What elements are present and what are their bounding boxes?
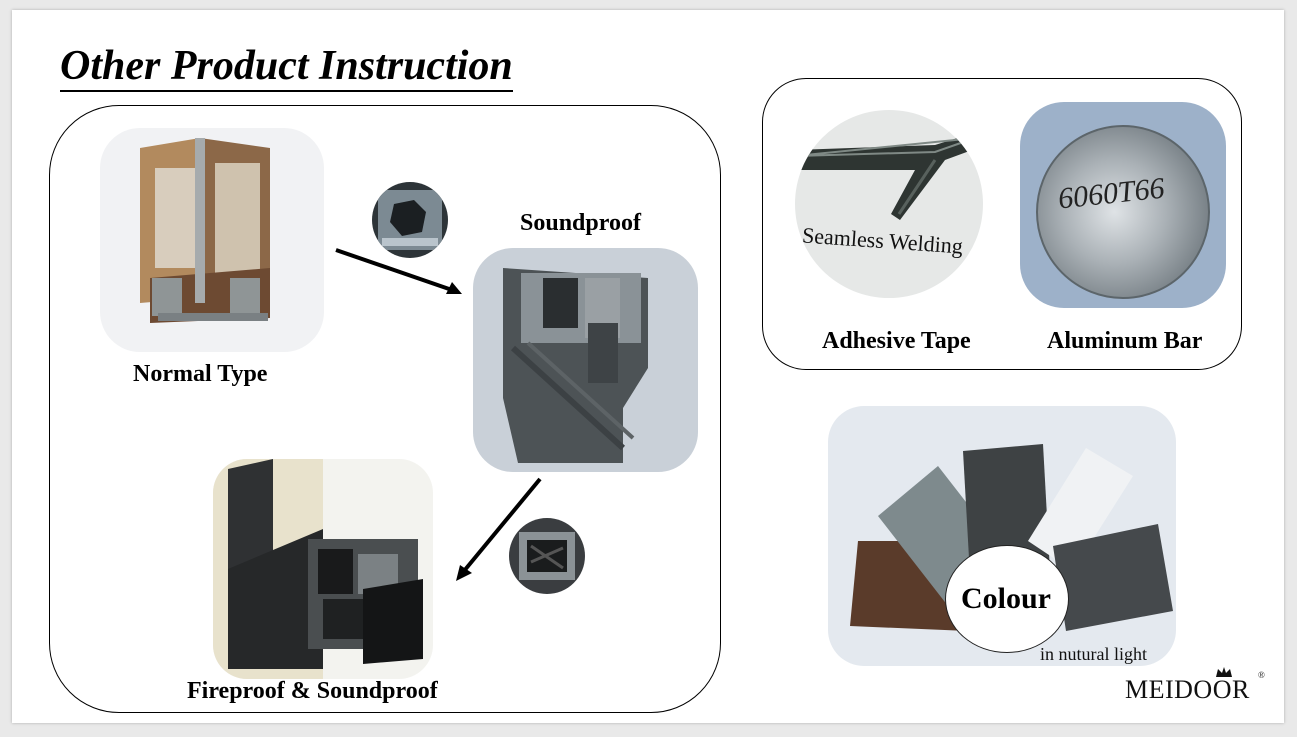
arrow-to-soundproof-icon [335,248,462,294]
fireproof-soundproof-label: Fireproof & Soundproof [187,678,438,704]
soundproof-photo [473,248,698,472]
slide: Other Product Instruction Normal Type [12,10,1284,723]
natural-light-caption: in nutural light [1040,644,1147,664]
registered-mark: ® [1258,670,1265,680]
aluminum-bar-photo [1020,102,1226,308]
adhesive-tape-photo [795,110,983,298]
aluminum-bar-label: Aluminum Bar [1047,328,1203,354]
left-panel-frame [49,105,721,713]
arrow-to-fireproof-icon [456,477,542,581]
soundproof-label: Soundproof [520,210,641,236]
right-panel-frame [762,78,1242,370]
normal-type-label: Normal Type [133,361,268,387]
fireproof-photo [213,459,433,679]
colour-label: Colour [961,582,1051,615]
fireproof-profile-circle-icon [509,518,585,594]
crown-icon [1216,667,1232,677]
adhesive-tape-label: Adhesive Tape [822,328,971,354]
colour-badge-circle [945,545,1069,653]
normal-type-photo [100,128,324,352]
brand-logo: MEIDOOR [1125,675,1250,704]
page-title: Other Product Instruction [60,42,513,92]
soundproof-profile-circle-icon [372,182,448,258]
